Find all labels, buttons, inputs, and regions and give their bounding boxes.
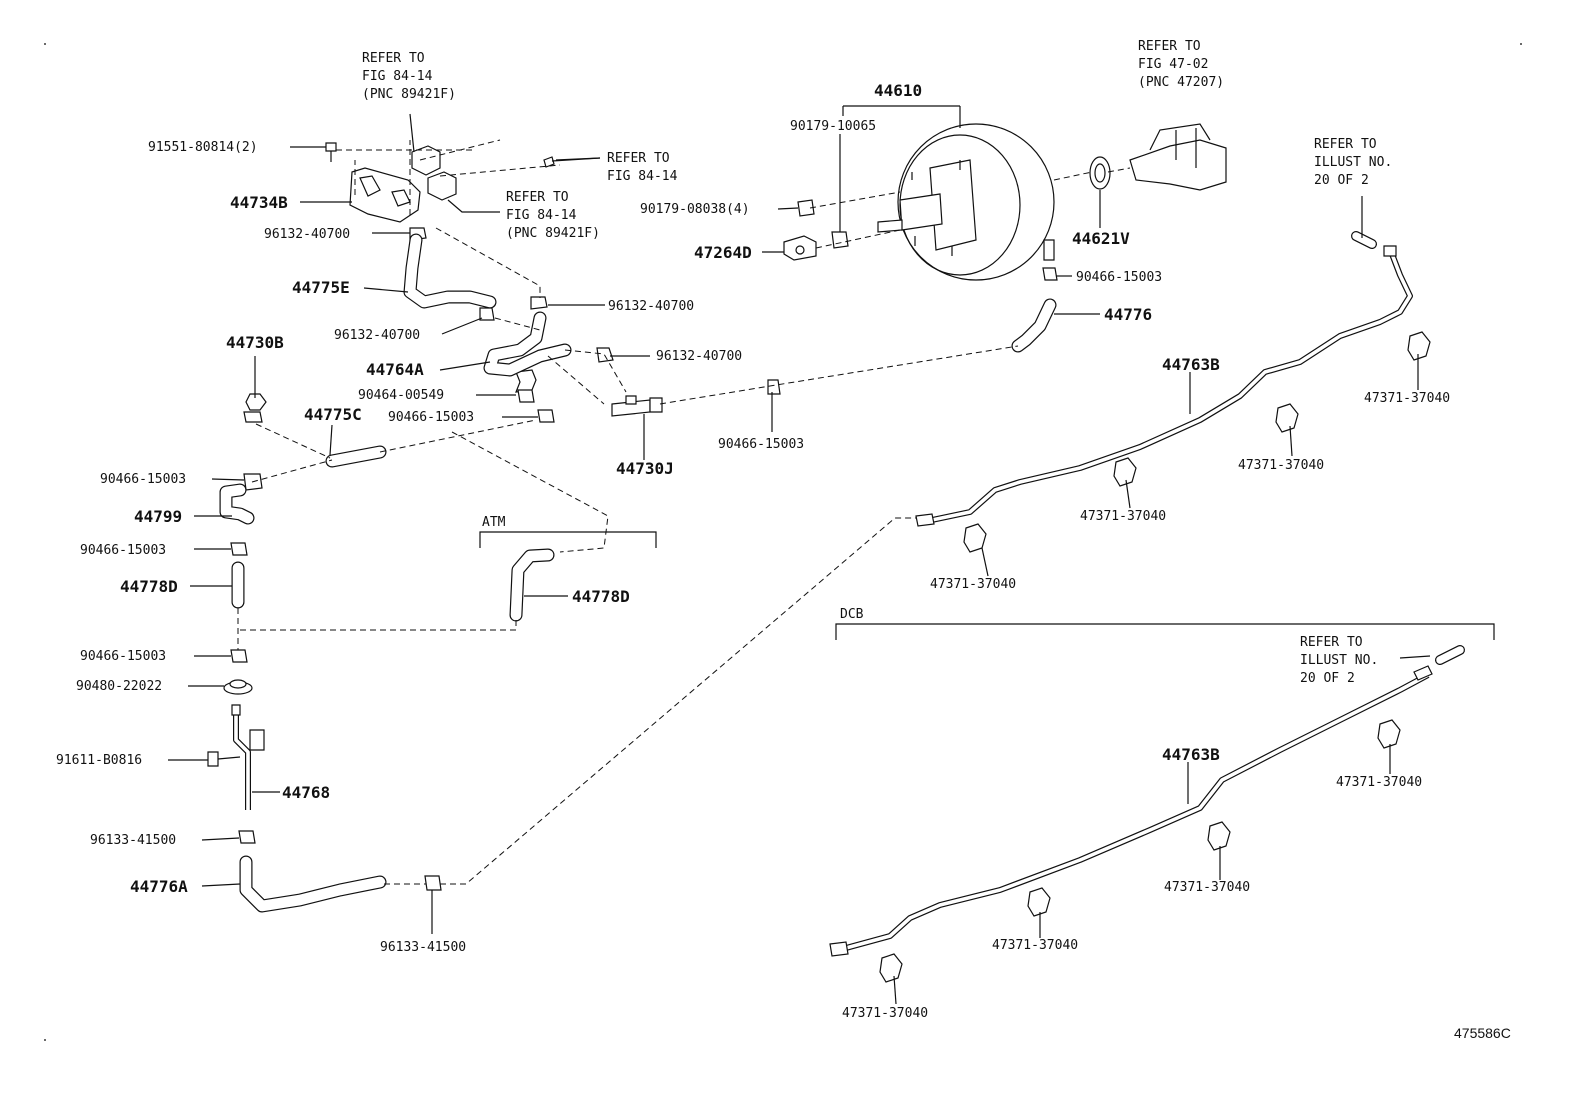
ref-illust-dcb: REFER TO ILLUST NO. 20 OF 2 (1300, 635, 1378, 686)
part-label: 47371-37040 (930, 577, 1016, 592)
part-label: 96133-41500 (90, 833, 176, 848)
pipe-44768 (231, 704, 265, 810)
part-label: 44799 (134, 507, 182, 526)
pipe-44763B-dcb (829, 645, 1465, 957)
part-label: 44610 (874, 81, 922, 100)
part-label: 44775C (304, 405, 362, 424)
hose-44775E (403, 233, 497, 309)
svg-text:20 OF 2: 20 OF 2 (1300, 671, 1355, 686)
hose-44776A (239, 855, 387, 913)
part-label: 90466-15003 (388, 410, 474, 425)
leader-lines (168, 105, 1431, 1005)
part-label: 44730J (616, 459, 674, 478)
svg-text:REFER TO: REFER TO (1138, 39, 1201, 54)
part-label: 96132-40700 (264, 227, 350, 242)
atm-bracket (479, 531, 657, 548)
svg-text:REFER TO: REFER TO (607, 151, 670, 166)
group-label-atm: ATM (482, 515, 506, 530)
svg-text:FIG 84-14: FIG 84-14 (362, 69, 433, 84)
part-label: 47371-37040 (1080, 509, 1166, 524)
ref-illust-top: REFER TO ILLUST NO. 20 OF 2 (1314, 137, 1392, 188)
part-label: 47264D (694, 243, 752, 262)
part-label: 90466-15003 (80, 649, 166, 664)
part-label: 47371-37040 (992, 938, 1078, 953)
svg-text:FIG 47-02: FIG 47-02 (1138, 57, 1208, 72)
dcb-bracket (835, 623, 1495, 640)
part-label: 90179-08038(4) (640, 202, 750, 217)
svg-text:REFER TO: REFER TO (362, 51, 425, 66)
master-cylinder (1129, 123, 1227, 191)
part-label: 44776 (1104, 305, 1152, 324)
part-label: 47371-37040 (842, 1006, 928, 1021)
ref-booster-bracket: REFER TO FIG 84-14 (PNC 89421F) (362, 51, 456, 102)
part-label: 47371-37040 (1364, 391, 1450, 406)
part-label: 44768 (282, 783, 330, 802)
part-label: 44763B (1162, 355, 1220, 374)
nut-90179-08038 (797, 199, 815, 217)
part-label: 47371-37040 (1336, 775, 1422, 790)
part-label: 90466-15003 (718, 437, 804, 452)
hose-44764A (483, 311, 572, 377)
bolt-91551 (325, 142, 337, 162)
part-label: 44734B (230, 193, 288, 212)
part-label: 90464-00549 (358, 388, 444, 403)
svg-text:FIG 84-14: FIG 84-14 (607, 169, 678, 184)
part-label: 47371-37040 (1164, 880, 1250, 895)
bolt-91611 (207, 751, 241, 767)
svg-text:ILLUST NO.: ILLUST NO. (1300, 653, 1378, 668)
part-label: 44730B (226, 333, 284, 352)
part-label: 90466-15003 (100, 472, 186, 487)
parts-diagram: REFER TO FIG 84-14 (PNC 89421F) REFER TO… (44, 39, 1522, 1041)
booster-44610 (877, 123, 1055, 281)
svg-text:20 OF 2: 20 OF 2 (1314, 173, 1369, 188)
part-label: 91611-B0816 (56, 753, 142, 768)
corner-marks (44, 43, 1522, 1041)
clamp-47371-icons (879, 331, 1431, 983)
svg-text:REFER TO: REFER TO (506, 190, 569, 205)
grommet-90480 (223, 679, 253, 695)
svg-text:FIG 84-14: FIG 84-14 (506, 208, 577, 223)
part-label: 47371-37040 (1238, 458, 1324, 473)
part-label: 96132-40700 (656, 349, 742, 364)
part-label: 44778D (120, 577, 178, 596)
part-label: 96132-40700 (608, 299, 694, 314)
hose-44775C (325, 445, 387, 468)
part-label: 90179-10065 (790, 119, 876, 134)
part-label: 44763B (1162, 745, 1220, 764)
pipe-44763B-top (915, 231, 1413, 527)
hose-44776 (1011, 298, 1057, 353)
svg-text:ILLUST NO.: ILLUST NO. (1314, 155, 1392, 170)
ref-bolt: REFER TO FIG 84-14 (607, 151, 678, 184)
valve-44730J (611, 395, 663, 417)
hose-44778D-atm (509, 548, 555, 622)
svg-text:(PNC 47207): (PNC 47207) (1138, 75, 1224, 90)
part-label: 44778D (572, 587, 630, 606)
svg-text:(PNC 89421F): (PNC 89421F) (362, 87, 456, 102)
part-label: 90480-22022 (76, 679, 162, 694)
booster-fitting (1043, 239, 1055, 261)
ref-bracket: REFER TO FIG 84-14 (PNC 89421F) (506, 190, 600, 241)
pin-90179-10065 (831, 231, 849, 249)
part-label: 44775E (292, 278, 350, 297)
part-label: 96133-41500 (380, 940, 466, 955)
clip-90464 (515, 369, 537, 403)
part-label: 96132-40700 (334, 328, 420, 343)
part-label: 90466-15003 (1076, 270, 1162, 285)
part-label: 44764A (366, 360, 424, 379)
figure-number: 475586C (1454, 1025, 1511, 1041)
part-label: 44621V (1072, 229, 1130, 248)
clevis-47264D (783, 235, 817, 261)
ref-master-cylinder: REFER TO FIG 47-02 (PNC 47207) (1138, 39, 1224, 90)
part-label: 90466-15003 (80, 543, 166, 558)
hose-44799 (219, 483, 255, 525)
svg-text:REFER TO: REFER TO (1314, 137, 1377, 152)
joint-44730B (243, 393, 267, 423)
bracket-44734B (336, 139, 561, 223)
seal-44621V (1089, 156, 1111, 190)
part-label: 44776A (130, 877, 188, 896)
group-label-dcb: DCB (840, 607, 864, 622)
part-label: 91551-80814(2) (148, 140, 258, 155)
svg-text:REFER TO: REFER TO (1300, 635, 1363, 650)
svg-text:(PNC 89421F): (PNC 89421F) (506, 226, 600, 241)
